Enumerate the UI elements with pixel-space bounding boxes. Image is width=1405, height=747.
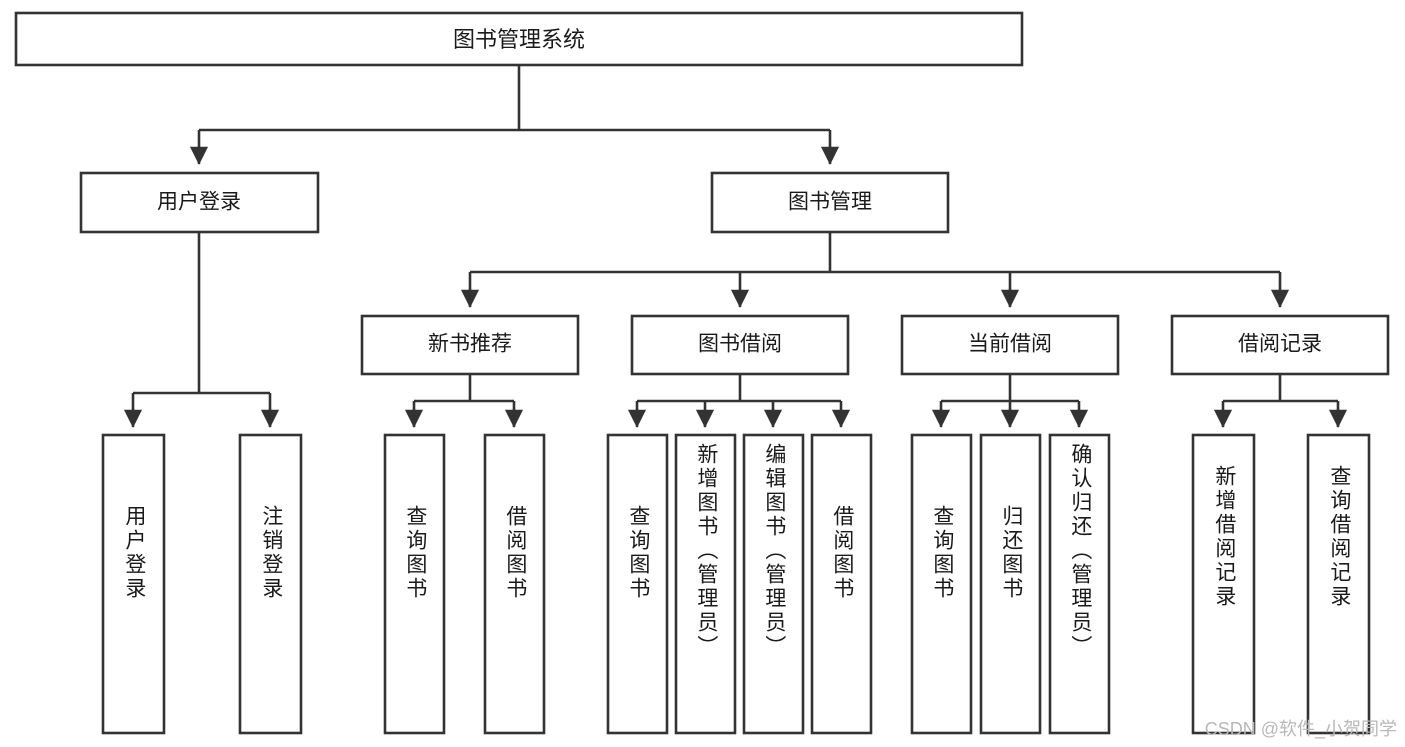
node-new-book-recommend-label: 新书推荐 (428, 333, 512, 356)
leaf-boxes-new-book-recommend (383, 433, 546, 735)
leaf-box-return-book[interactable] (979, 433, 1042, 735)
node-user-login[interactable]: 用户登录 (79, 171, 320, 234)
leaf-box-edit-book-admin[interactable] (742, 433, 805, 735)
connector-newbook-to-leaves (404, 374, 524, 428)
leaf-box-query-book-2[interactable] (606, 433, 669, 735)
leaf-box-query-book-1[interactable] (383, 433, 446, 735)
node-root-book-management-system[interactable]: 图书管理系统 (14, 11, 1024, 67)
connector-borrowrecord-to-leaves (1213, 374, 1348, 428)
connector-root-to-level2 (189, 65, 840, 165)
node-borrow-record[interactable]: 借阅记录 (1170, 314, 1390, 376)
node-book-borrow[interactable]: 图书借阅 (630, 314, 850, 376)
leaf-boxes-current-borrow (910, 433, 1111, 735)
leaf-box-user-login[interactable] (101, 433, 166, 735)
connector-bookmgmt-to-level3 (460, 232, 1290, 308)
node-book-management[interactable]: 图书管理 (710, 171, 950, 234)
leaf-box-borrow-book-2[interactable] (810, 433, 873, 735)
leaf-box-add-borrow-record[interactable] (1191, 433, 1256, 735)
leaf-boxes-user-login (101, 433, 303, 735)
leaf-box-borrow-book-1[interactable] (483, 433, 546, 735)
node-current-borrow-label: 当前借阅 (968, 333, 1052, 356)
leaf-box-add-book-admin[interactable] (674, 433, 737, 735)
connector-bookborrow-to-leaves (627, 374, 851, 428)
connector-userlogin-to-leaves (123, 232, 280, 428)
leaf-box-logout[interactable] (238, 433, 303, 735)
node-book-management-label: 图书管理 (788, 191, 872, 214)
leaf-box-confirm-return-admin[interactable] (1048, 433, 1111, 735)
node-root-label: 图书管理系统 (453, 27, 585, 52)
leaf-boxes-book-borrow (606, 433, 873, 735)
leaf-box-query-borrow-record[interactable] (1306, 433, 1371, 735)
node-new-book-recommend[interactable]: 新书推荐 (360, 314, 580, 376)
leaf-box-query-book-3[interactable] (910, 433, 973, 735)
node-current-borrow[interactable]: 当前借阅 (900, 314, 1120, 376)
connector-currentborrow-to-leaves (931, 374, 1089, 428)
leaf-boxes-borrow-record (1191, 433, 1371, 735)
node-book-borrow-label: 图书借阅 (698, 333, 782, 356)
node-user-login-label: 用户登录 (157, 191, 241, 214)
watermark: CSDN @软件_小贺同学 (1204, 719, 1397, 739)
node-borrow-record-label: 借阅记录 (1238, 333, 1322, 356)
